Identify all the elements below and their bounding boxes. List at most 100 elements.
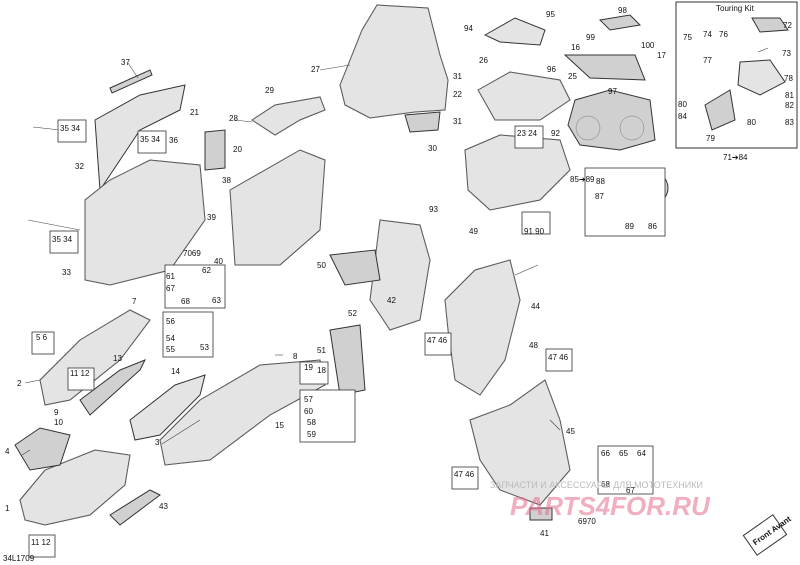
callout-72: 72 — [783, 21, 792, 30]
callout-35-34-b: 35 34 — [140, 135, 161, 144]
callout-38: 38 — [222, 176, 231, 185]
callout-8: 8 — [293, 352, 298, 361]
part-16-side-trim — [563, 54, 646, 81]
part-43-lower-bracket — [109, 489, 161, 526]
callout-11-12-a: 11 12 — [70, 369, 90, 378]
callout-78: 78 — [784, 74, 793, 83]
callout-17: 17 — [657, 51, 666, 60]
callout-35-34-a: 35 34 — [60, 124, 81, 133]
callout-42: 42 — [387, 296, 396, 305]
part-14-inner-panel — [129, 374, 206, 441]
part-97-instrument-housing — [567, 89, 656, 151]
callout-77: 77 — [703, 56, 712, 65]
callout-23-24: 23 24 — [517, 129, 538, 138]
callout-27: 27 — [311, 65, 320, 74]
callout-54: 54 — [166, 334, 175, 343]
part-44-front-lower-fairing — [444, 259, 521, 396]
callout-50: 50 — [317, 261, 326, 270]
gauge-left — [575, 115, 601, 141]
diagram-code: 34L1709 — [3, 554, 35, 563]
callout-20: 20 — [233, 145, 242, 154]
callout-81: 81 — [785, 91, 794, 100]
callout-48: 48 — [529, 341, 538, 350]
callout-67-b: 67 — [626, 486, 635, 495]
callout-29: 29 — [265, 86, 274, 95]
callout-10: 10 — [54, 418, 63, 427]
callout-74: 74 — [703, 30, 712, 39]
part-40-inner-side-panel — [229, 149, 326, 266]
callout-7069: 7069 — [183, 249, 201, 258]
callout-4: 4 — [5, 447, 10, 456]
callout-79: 79 — [706, 134, 715, 143]
callout-100: 100 — [641, 41, 655, 50]
callout-85-89: 85➔89 — [570, 175, 595, 184]
callout-22: 22 — [453, 90, 462, 99]
callout-18: 18 — [317, 366, 326, 375]
callout-82: 82 — [785, 101, 794, 110]
callout-30: 30 — [428, 144, 437, 153]
callout-98: 98 — [618, 6, 627, 15]
part-13-trim — [79, 359, 147, 416]
callout-94: 94 — [464, 24, 473, 33]
callout-80-b: 80 — [747, 118, 756, 127]
callout-13: 13 — [113, 354, 122, 363]
callout-49: 49 — [469, 227, 478, 236]
callout-57: 57 — [304, 395, 313, 404]
callout-80-a: 80 — [678, 100, 687, 109]
callout-64: 64 — [637, 449, 646, 458]
gauge-right — [619, 115, 645, 141]
callout-39: 39 — [207, 213, 216, 222]
callout-95: 95 — [546, 10, 555, 19]
callout-96: 96 — [547, 65, 556, 74]
part-79-mirror-stem — [704, 89, 736, 131]
callout-91-90: 91 90 — [524, 227, 545, 236]
callout-11-12-b: 11 12 — [31, 538, 51, 547]
callout-47-46-b: 47 46 — [548, 353, 569, 362]
callout-40: 40 — [214, 257, 223, 266]
callout-35-34-c: 35 34 — [52, 235, 73, 244]
callout-99: 99 — [586, 33, 595, 42]
part-4-grille — [14, 427, 71, 471]
part-37-trim-strip — [109, 69, 153, 94]
part-50-side-duct — [329, 249, 381, 286]
callout-41: 41 — [540, 529, 549, 538]
callout-14: 14 — [171, 367, 180, 376]
callout-5-6: 5 6 — [36, 333, 48, 342]
leader-lines — [21, 47, 769, 456]
label-boxes — [28, 119, 666, 558]
callout-19: 19 — [304, 363, 313, 372]
callout-36: 36 — [169, 136, 178, 145]
callout-51: 51 — [317, 346, 326, 355]
callout-56: 56 — [166, 317, 175, 326]
callout-58: 58 — [307, 418, 316, 427]
callout-labels: 1 2 3 4 5 6 7 8 9 10 11 12 11 12 13 14 1… — [5, 6, 794, 547]
callout-7: 7 — [132, 297, 137, 306]
callout-71-84: 71➔84 — [723, 153, 748, 162]
callout-59: 59 — [307, 430, 316, 439]
callout-92: 92 — [551, 129, 560, 138]
callout-53: 53 — [200, 343, 209, 352]
callout-31-a: 31 — [453, 72, 462, 81]
callout-63: 63 — [212, 296, 221, 305]
callout-55: 55 — [166, 345, 175, 354]
callout-25: 25 — [568, 72, 577, 81]
callout-86: 86 — [648, 222, 657, 231]
callout-47-46-c: 47 46 — [454, 470, 475, 479]
part-27-windshield-base — [404, 111, 441, 133]
callout-2: 2 — [17, 379, 22, 388]
callout-67-a: 67 — [166, 284, 175, 293]
callout-44: 44 — [531, 302, 540, 311]
watermark-logo: PARTS4FOR.RU — [510, 491, 711, 521]
callout-73: 73 — [782, 49, 791, 58]
callout-47-46-a: 47 46 — [427, 336, 448, 345]
callout-93: 93 — [429, 205, 438, 214]
callout-3: 3 — [155, 438, 160, 447]
callout-65: 65 — [619, 449, 628, 458]
part-20-bracket — [204, 129, 226, 171]
callout-9: 9 — [54, 408, 59, 417]
callout-32: 32 — [75, 162, 84, 171]
front-direction-badge: Front Avant — [742, 514, 793, 556]
callout-15: 15 — [275, 421, 284, 430]
